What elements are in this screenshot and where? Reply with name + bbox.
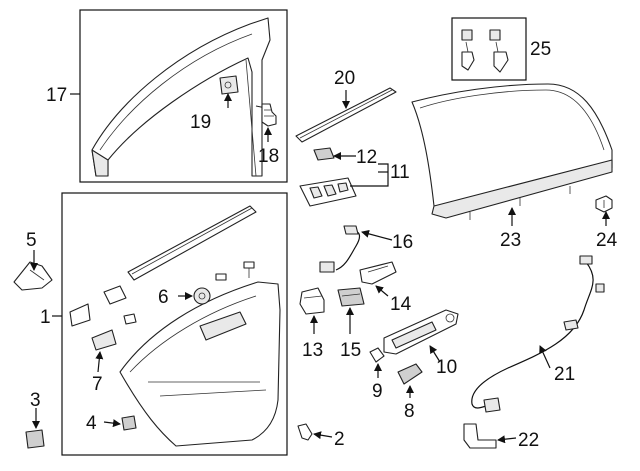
hole-plug <box>369 347 385 363</box>
panel-bracket <box>69 285 127 351</box>
glass-bolt <box>595 195 613 213</box>
door-wiring-harness <box>319 225 361 273</box>
callout-7: 7 <box>92 374 103 395</box>
door-trim-panel <box>119 281 281 447</box>
belt-weatherstrip <box>295 87 397 143</box>
upper-assembly-box <box>79 9 288 183</box>
callout-12: 12 <box>356 147 377 168</box>
retainer-clip <box>25 429 45 449</box>
trim-weatherstrip <box>127 205 257 281</box>
cable-connector <box>463 423 497 449</box>
clip-kit <box>451 17 527 81</box>
callout-8: 8 <box>404 401 415 422</box>
door-trim-assembly-box <box>61 192 288 456</box>
callout-14: 14 <box>390 294 412 315</box>
callout-2: 2 <box>334 429 345 450</box>
callout-21: 21 <box>554 364 575 385</box>
callout-16: 16 <box>392 232 413 253</box>
callout-5: 5 <box>26 230 37 251</box>
callout-20: 20 <box>334 68 355 89</box>
callout-15: 15 <box>340 340 361 361</box>
panel-screw <box>297 423 313 441</box>
switch-bezel <box>359 261 397 285</box>
inside-handle <box>397 363 423 385</box>
adhesive-pad <box>219 75 239 95</box>
callout-11: 11 <box>390 162 410 183</box>
callout-19: 19 <box>190 112 211 133</box>
callout-24: 24 <box>596 230 618 251</box>
inside-handle-bezel <box>383 309 459 355</box>
callout-labels: 17 19 18 20 12 11 25 23 24 16 14 13 15 1… <box>26 39 618 451</box>
fastener-clip <box>255 103 277 127</box>
callout-25: 25 <box>530 39 551 60</box>
window-frame-moulding <box>91 17 271 177</box>
callout-23: 23 <box>500 230 521 251</box>
trim-clip <box>121 415 137 431</box>
side-bracket <box>13 261 53 291</box>
callout-10: 10 <box>436 357 457 378</box>
callout-18: 18 <box>258 146 279 167</box>
leader-lines <box>30 90 610 444</box>
callout-1: 1 <box>40 307 51 328</box>
callout-4: 4 <box>86 413 97 434</box>
grommet <box>193 287 211 305</box>
panel-screws <box>123 261 255 325</box>
callout-13: 13 <box>302 340 323 361</box>
window-switch-assembly <box>299 147 357 207</box>
lock-switch <box>299 287 325 315</box>
callout-6: 6 <box>158 287 169 308</box>
callout-9: 9 <box>372 381 383 402</box>
callout-17: 17 <box>46 85 67 106</box>
callout-3: 3 <box>30 390 41 411</box>
door-glass <box>411 83 613 220</box>
callout-22: 22 <box>518 430 539 451</box>
mirror-switch <box>337 287 365 307</box>
release-cable <box>471 255 605 413</box>
